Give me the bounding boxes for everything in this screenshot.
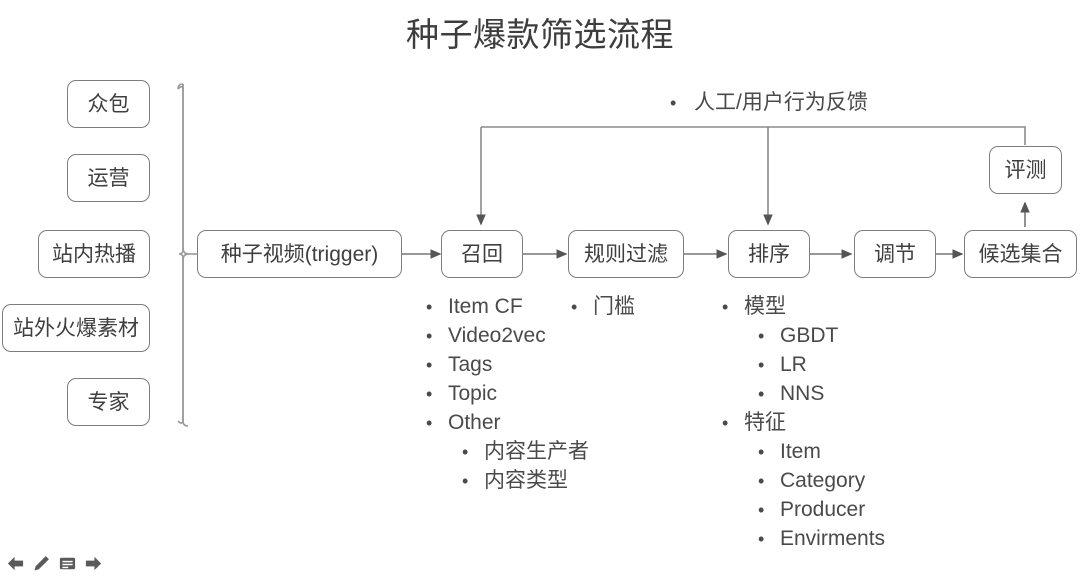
- bottom-toolbar: [6, 554, 103, 573]
- bullet-icon: •: [758, 355, 765, 375]
- list-item: • 门槛: [571, 292, 635, 321]
- list-item-label: Other: [448, 411, 501, 434]
- list-item: • Item: [722, 437, 885, 466]
- bullet-icon: •: [426, 355, 433, 375]
- pipeline-node-trigger[interactable]: 种子视频(trigger): [197, 230, 402, 278]
- bullet-icon: •: [758, 384, 765, 404]
- list-item: • Video2vec: [426, 321, 589, 350]
- source-node-label: 运营: [87, 166, 130, 190]
- note-icon[interactable]: [58, 554, 77, 573]
- next-arrow-icon[interactable]: [84, 554, 103, 573]
- pipeline-node-label: 规则过滤: [584, 242, 668, 266]
- filter-detail-list: • 门槛: [571, 292, 635, 321]
- source-node-expert[interactable]: 专家: [67, 378, 150, 426]
- list-item-label: NNS: [780, 382, 825, 405]
- bullet-icon: •: [722, 413, 729, 433]
- ranking-detail-list: • 模型 • GBDT • LR • NNS • 特征 • Item • Cat…: [722, 292, 885, 553]
- bullet-icon: •: [462, 442, 469, 462]
- bullet-icon: •: [670, 93, 677, 113]
- source-node-operations[interactable]: 运营: [67, 154, 150, 202]
- bullet-icon: •: [758, 326, 765, 346]
- list-item-label: Tags: [448, 353, 493, 376]
- list-item-label: Item: [780, 440, 821, 463]
- list-item: • Topic: [426, 379, 589, 408]
- list-item: • Other: [426, 408, 589, 437]
- list-item: • GBDT: [722, 321, 885, 350]
- source-node-external-viral[interactable]: 站外火爆素材: [2, 304, 150, 352]
- list-item-label: Video2vec: [448, 324, 546, 347]
- list-item: • NNS: [722, 379, 885, 408]
- pipeline-node-label: 种子视频(trigger): [220, 242, 379, 266]
- bullet-icon: •: [758, 529, 765, 549]
- pencil-icon[interactable]: [32, 554, 51, 573]
- list-item-label: 特征: [744, 411, 786, 434]
- source-node-internal-trending[interactable]: 站内热播: [38, 230, 150, 278]
- list-item: • Category: [722, 466, 885, 495]
- list-item: • 内容类型: [426, 466, 589, 495]
- list-item-label: Producer: [780, 498, 866, 521]
- bullet-icon: •: [426, 413, 433, 433]
- list-item: • 模型: [722, 292, 885, 321]
- bullet-icon: •: [571, 297, 578, 317]
- list-item-label: 门槛: [593, 295, 635, 318]
- list-item: • Item CF: [426, 292, 589, 321]
- list-item-label: Category: [780, 469, 866, 492]
- list-item-label: LR: [780, 353, 807, 376]
- recall-detail-list: • Item CF • Video2vec • Tags • Topic • O…: [426, 292, 589, 495]
- pipeline-node-label: 候选集合: [978, 242, 1063, 266]
- list-item: • LR: [722, 350, 885, 379]
- page-title: 种子爆款筛选流程: [406, 16, 674, 53]
- bullet-icon: •: [758, 442, 765, 462]
- pipeline-node-adjust[interactable]: 调节: [854, 230, 936, 278]
- list-item-label: GBDT: [780, 324, 839, 347]
- list-item-label: 内容类型: [484, 469, 568, 492]
- list-item-label: Topic: [448, 382, 498, 405]
- pipeline-node-rule-filter[interactable]: 规则过滤: [568, 230, 684, 278]
- source-node-label: 众包: [87, 92, 130, 116]
- source-node-label: 站内热播: [52, 242, 136, 266]
- bullet-icon: •: [758, 500, 765, 520]
- bullet-icon: •: [462, 471, 469, 491]
- list-item-label: Item CF: [448, 295, 523, 318]
- list-item: • Producer: [722, 495, 885, 524]
- feedback-note-label: 人工/用户行为反馈: [694, 91, 868, 114]
- pipeline-node-candidate-set[interactable]: 候选集合: [964, 230, 1077, 278]
- list-item-label: 模型: [744, 295, 786, 318]
- pipeline-node-recall[interactable]: 召回: [441, 230, 523, 278]
- bullet-icon: •: [722, 297, 729, 317]
- list-item: • 特征: [722, 408, 885, 437]
- source-node-label: 站外火爆素材: [13, 316, 139, 340]
- bullet-icon: •: [426, 297, 433, 317]
- pipeline-node-ranking[interactable]: 排序: [728, 230, 810, 278]
- source-node-label: 专家: [87, 390, 130, 414]
- feedback-note: • 人工/用户行为反馈: [670, 88, 868, 118]
- pipeline-node-label: 评测: [1004, 158, 1047, 182]
- list-item-label: 内容生产者: [484, 440, 589, 463]
- bullet-icon: •: [758, 471, 765, 491]
- bullet-icon: •: [426, 326, 433, 346]
- list-item: • Tags: [426, 350, 589, 379]
- pipeline-node-evaluation[interactable]: 评测: [989, 146, 1062, 194]
- bullet-icon: •: [426, 384, 433, 404]
- previous-arrow-icon[interactable]: [6, 554, 25, 573]
- pipeline-node-label: 召回: [461, 242, 503, 266]
- list-item-label: Envirments: [780, 527, 886, 550]
- pipeline-node-label: 排序: [748, 242, 790, 266]
- list-item: • 内容生产者: [426, 437, 589, 466]
- pipeline-node-label: 调节: [874, 242, 916, 266]
- source-node-crowdsourcing[interactable]: 众包: [67, 80, 150, 128]
- list-item: • Envirments: [722, 524, 885, 553]
